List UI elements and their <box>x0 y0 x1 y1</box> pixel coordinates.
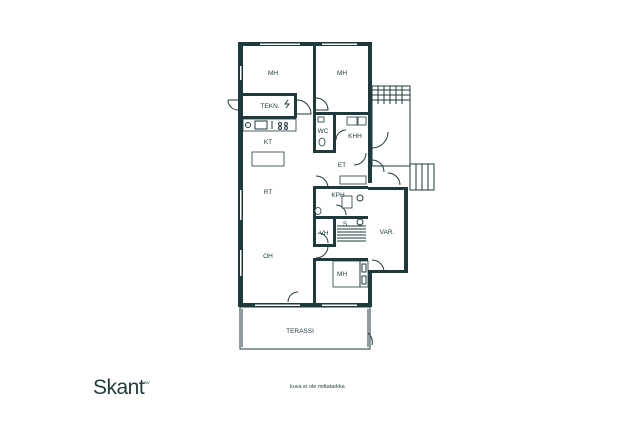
outer-walls <box>238 42 372 307</box>
room-label-wc: WC <box>318 128 329 135</box>
room-label-terassi: TERASSI <box>286 328 314 335</box>
room-label-var: VAR. <box>380 229 395 236</box>
doors <box>227 97 401 346</box>
scale-disclaimer: kuva ei ole mittatarkka <box>290 384 345 390</box>
brand-logo: SkantKIV <box>93 376 150 400</box>
room-label-tekn: TEKN. <box>260 103 279 110</box>
fixtures <box>242 99 369 288</box>
brand-mark: KIV <box>144 380 150 385</box>
room-label-khh: KHH <box>348 133 362 140</box>
room-label-mh-2: MH <box>337 70 347 77</box>
room-label-et: ET <box>338 162 346 169</box>
room-label-vh: VH <box>319 230 328 237</box>
room-label-mh-3: MH <box>337 271 347 278</box>
entrance-porch <box>371 85 435 191</box>
room-label-kt: KT <box>264 139 272 146</box>
interior-walls <box>243 46 408 303</box>
room-label-rt: RT <box>264 189 273 196</box>
room-labels: MH MH TEKN. WC KHH KT ET KPH S RT VH VAR… <box>260 70 394 335</box>
room-label-kph: KPH <box>331 192 345 199</box>
room-label-oh: OH <box>263 253 273 260</box>
room-label-s: S <box>343 221 348 228</box>
brand-name: Skant <box>93 376 145 399</box>
room-label-mh-1: MH <box>268 70 278 77</box>
terrace <box>239 306 371 350</box>
